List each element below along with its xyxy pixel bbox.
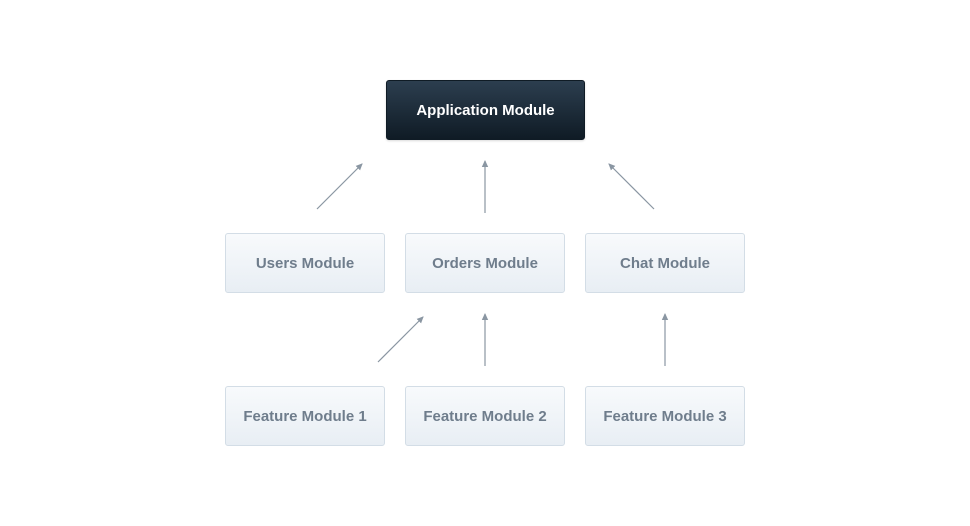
arrow-feature1-to-orders — [377, 316, 424, 363]
arrow-chat-to-application — [608, 163, 655, 210]
arrow-users-to-application — [316, 163, 363, 210]
feature-module-3-box: Feature Module 3 — [585, 386, 745, 446]
application-module-label: Application Module — [416, 101, 555, 119]
feature-module-1-box: Feature Module 1 — [225, 386, 385, 446]
feature-module-1-label: Feature Module 1 — [243, 407, 367, 425]
feature-module-3-label: Feature Module 3 — [603, 407, 727, 425]
users-module-box: Users Module — [225, 233, 385, 293]
orders-module-box: Orders Module — [405, 233, 565, 293]
users-module-label: Users Module — [255, 254, 355, 272]
feature-module-2-box: Feature Module 2 — [405, 386, 565, 446]
chat-module-box: Chat Module — [585, 233, 745, 293]
orders-module-label: Orders Module — [432, 254, 538, 272]
feature-module-2-label: Feature Module 2 — [423, 407, 547, 425]
application-module-box: Application Module — [386, 80, 585, 140]
chat-module-label: Chat Module — [620, 254, 710, 272]
